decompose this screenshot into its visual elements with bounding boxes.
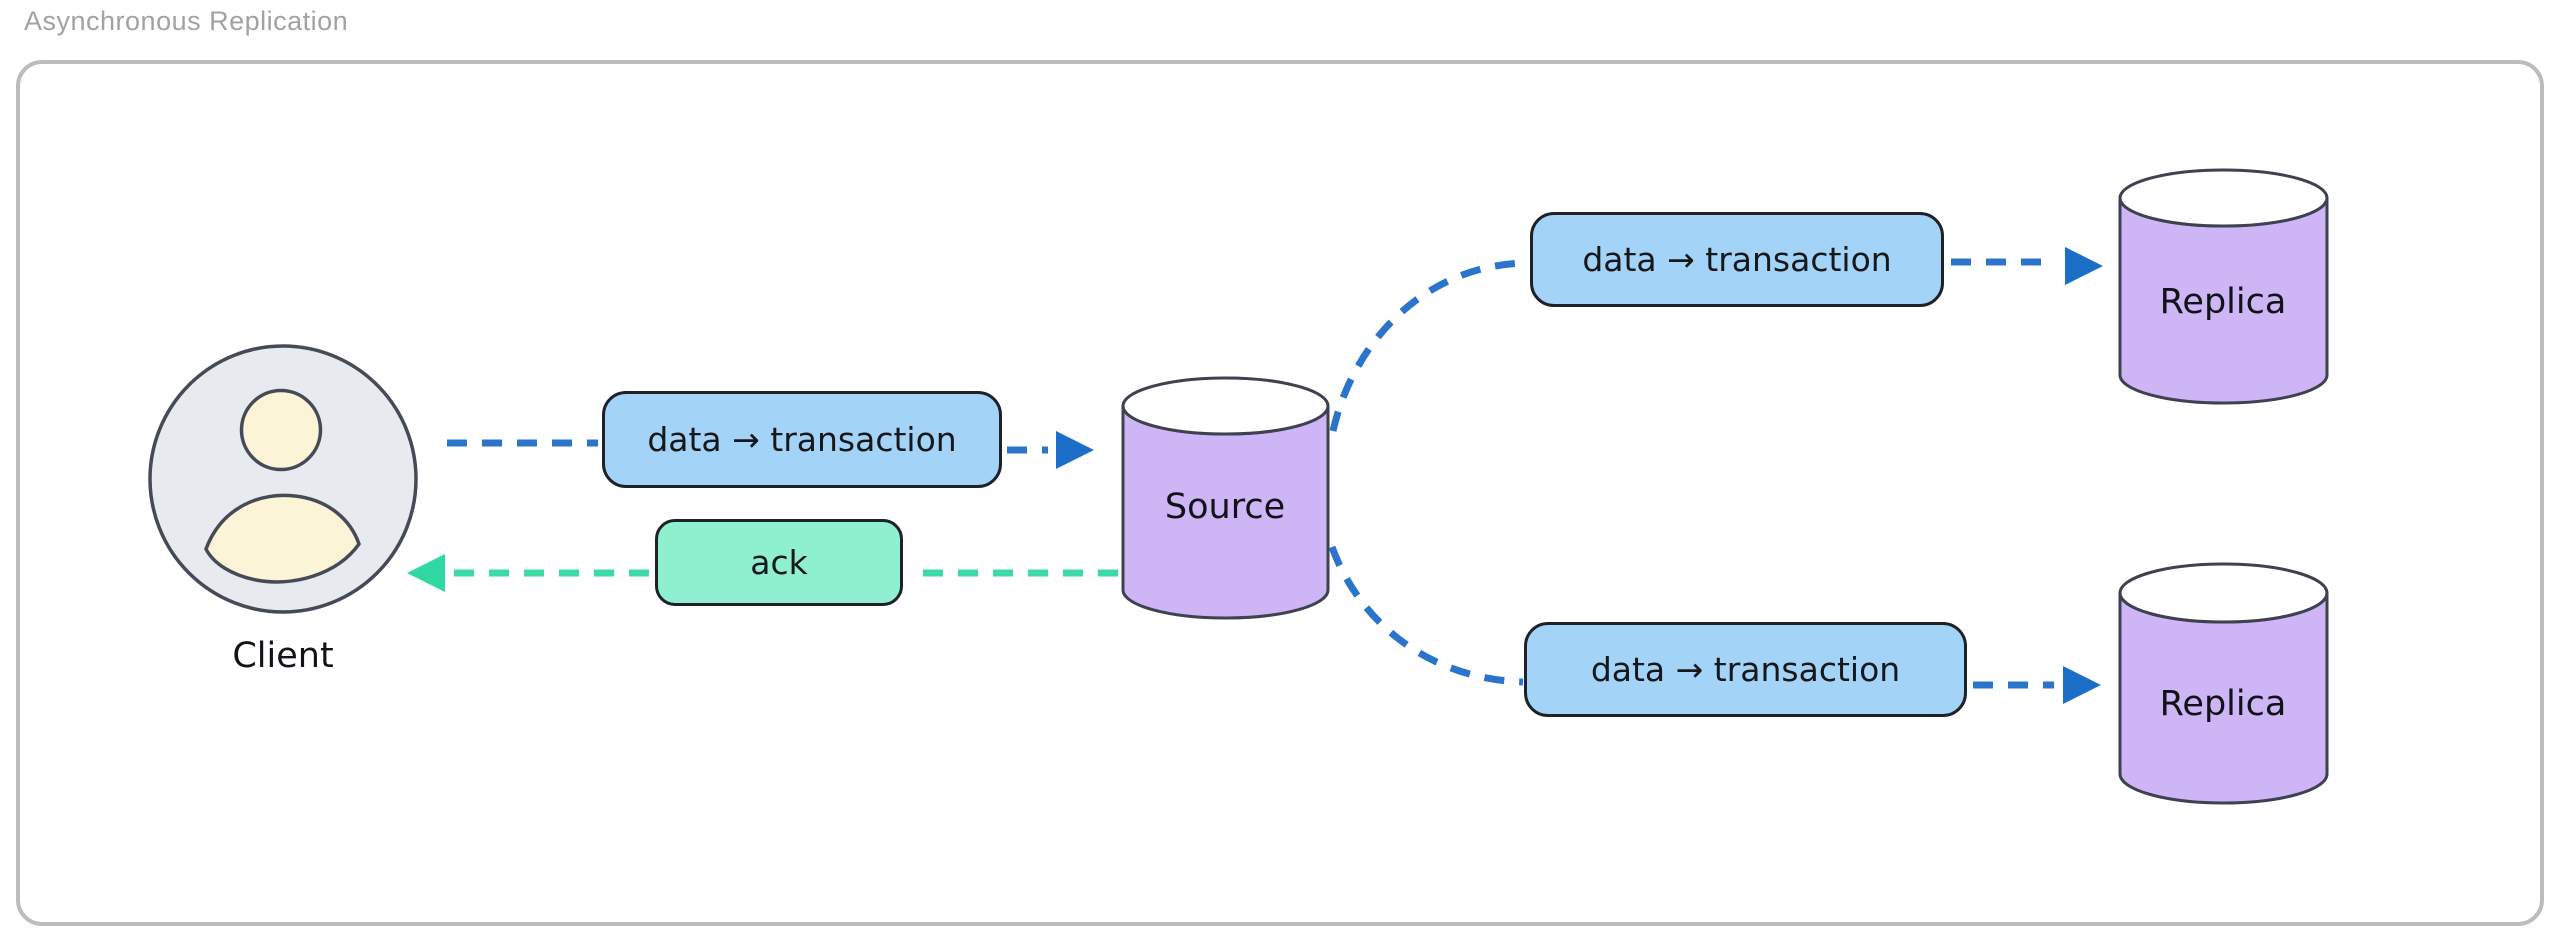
replica-top-cylinder-top: [2118, 168, 2329, 228]
edge-source-to-replica-top-curve: [1329, 259, 1524, 432]
source-node-label: Source: [1164, 487, 1286, 527]
arrowhead-to-source: [1056, 431, 1094, 469]
edge-label-text: data → transaction: [1582, 240, 1892, 279]
edge-label-client-to-source: data → transaction: [602, 391, 1002, 488]
edge-label-text: data → transaction: [1590, 650, 1901, 689]
client-head: [239, 388, 323, 472]
replica-bottom-database-icon: [2118, 562, 2329, 805]
arrowhead-to-client: [407, 554, 445, 592]
edge-label-ack: ack: [655, 519, 903, 606]
edge-source-to-replica-bottom-curve: [1328, 545, 1524, 686]
source-cylinder-top: [1121, 376, 1330, 436]
replica-top-database-icon: [2118, 168, 2329, 405]
edge-label-text: ack: [750, 543, 808, 582]
arrowhead-to-replica-top: [2065, 247, 2103, 285]
arrowhead-to-replica-bottom: [2063, 666, 2101, 704]
diagram-title: Asynchronous Replication: [24, 6, 349, 36]
edge-label-source-to-replica-bottom: data → transaction: [1524, 622, 1967, 717]
client-node-label: Client: [232, 636, 334, 676]
edge-label-source-to-replica-top: data → transaction: [1530, 212, 1944, 307]
client-shoulders: [204, 493, 361, 584]
client-user-icon: [148, 344, 418, 614]
edge-label-text: data → transaction: [647, 420, 957, 459]
replica-bottom-node-label: Replica: [2159, 684, 2287, 724]
replica-top-node-label: Replica: [2159, 282, 2287, 322]
replica-bottom-cylinder-top: [2118, 562, 2329, 624]
source-database-icon: [1121, 376, 1330, 620]
